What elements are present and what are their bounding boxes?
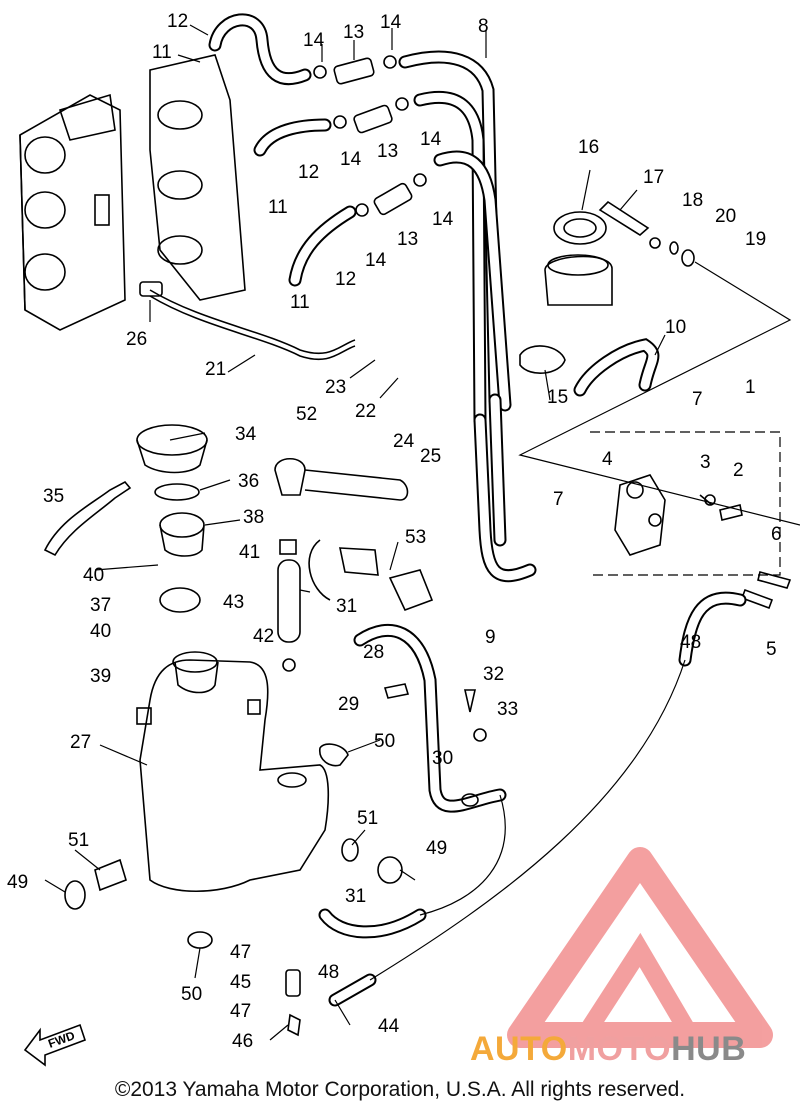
callout: 12 <box>167 11 188 32</box>
watermark-part-1: AUTO <box>470 1030 568 1068</box>
callout: 14 <box>420 129 442 150</box>
callout-labels: 12 11 14 13 14 8 12 14 13 14 11 14 14 13… <box>7 11 782 1052</box>
watermark-text: AUTOMOTOHUB <box>470 1030 746 1069</box>
fuel-hoses-lower <box>318 393 747 1007</box>
callout: 47 <box>230 942 251 963</box>
callout: 39 <box>90 666 111 687</box>
callout: 19 <box>745 229 766 250</box>
callout: 7 <box>553 489 564 510</box>
callout: 11 <box>268 197 288 218</box>
fuel-pump-parts <box>518 200 800 526</box>
callout: 9 <box>485 627 496 648</box>
callout: 35 <box>43 486 64 507</box>
callout: 38 <box>243 507 264 528</box>
engine-block <box>19 54 246 331</box>
callout: 13 <box>343 22 364 43</box>
callout: 23 <box>325 377 346 398</box>
callout: 2 <box>733 460 744 481</box>
callout: 40 <box>90 621 111 642</box>
callout: 40 <box>83 565 104 586</box>
callout: 31 <box>345 886 366 907</box>
callout: 46 <box>232 1031 253 1052</box>
callout: 3 <box>700 452 711 473</box>
watermark-part-3: HUB <box>671 1030 747 1068</box>
callout: 11 <box>290 292 310 313</box>
callout: 44 <box>378 1016 400 1037</box>
leader-lines <box>44 24 666 1041</box>
watermark-logo-icon <box>507 847 773 1048</box>
callout: 34 <box>235 424 257 445</box>
callout: 6 <box>771 524 782 545</box>
callout: 51 <box>68 830 89 851</box>
callout: 48 <box>318 962 339 983</box>
callout: 41 <box>239 542 260 563</box>
callout: 21 <box>205 359 226 380</box>
callout: 14 <box>303 30 325 51</box>
callout: 50 <box>181 984 202 1005</box>
callout: 15 <box>547 387 568 408</box>
clamp-and-hose <box>519 338 660 397</box>
callout: 51 <box>357 808 378 829</box>
watermark-part-2: MOTO <box>567 1030 672 1068</box>
callout: 36 <box>238 471 259 492</box>
callout: 47 <box>230 1001 251 1022</box>
callout: 5 <box>766 639 777 660</box>
callout: 13 <box>397 229 418 250</box>
callout: 14 <box>365 250 387 271</box>
callout: 49 <box>7 872 28 893</box>
callout: 22 <box>355 401 376 422</box>
callout: 49 <box>426 838 447 859</box>
callout: 25 <box>420 446 441 467</box>
callout: 11 <box>152 42 172 63</box>
fuel-hoses-upper <box>208 13 512 427</box>
callout: 52 <box>296 404 317 425</box>
callout: 27 <box>70 732 91 753</box>
callout: 1 <box>745 377 756 398</box>
callout: 8 <box>478 16 489 37</box>
callout: 50 <box>374 731 395 752</box>
filler-cap-parts <box>43 424 208 613</box>
callout: 12 <box>298 162 319 183</box>
callout: 7 <box>692 389 703 410</box>
callout: 18 <box>682 190 703 211</box>
callout: 26 <box>126 329 147 350</box>
callout: 48 <box>680 632 701 653</box>
misc-fittings <box>64 683 487 1037</box>
oil-tank <box>136 651 330 892</box>
valve-assembly <box>590 431 792 610</box>
callout: 4 <box>602 449 613 470</box>
callout: 20 <box>715 206 736 227</box>
callout: 17 <box>643 167 664 188</box>
copyright-notice: ©2013 Yamaha Motor Corporation, U.S.A. A… <box>114 1078 686 1101</box>
callout: 10 <box>665 317 686 338</box>
callout: 43 <box>223 592 244 613</box>
callout: 53 <box>405 527 426 548</box>
fuel-line <box>139 281 356 361</box>
callout: 24 <box>393 431 415 452</box>
fwd-label: FWD <box>46 1028 77 1051</box>
callout: 14 <box>432 209 454 230</box>
forward-arrow-icon: FWD <box>23 1023 87 1067</box>
callout: 28 <box>363 642 384 663</box>
callout: 32 <box>483 664 504 685</box>
callout: 29 <box>338 694 359 715</box>
oil-level-sensor <box>274 457 434 672</box>
callout: 31 <box>336 596 357 617</box>
callout: 16 <box>578 137 599 158</box>
callout: 33 <box>497 699 518 720</box>
callout: 45 <box>230 972 251 993</box>
callout: 14 <box>380 12 402 33</box>
callout: 42 <box>253 626 274 647</box>
callout: 30 <box>432 748 453 769</box>
fuel-filters <box>313 55 427 217</box>
callout: 37 <box>90 595 111 616</box>
callout: 12 <box>335 269 356 290</box>
callout: 13 <box>377 141 398 162</box>
callout: 14 <box>340 149 362 170</box>
